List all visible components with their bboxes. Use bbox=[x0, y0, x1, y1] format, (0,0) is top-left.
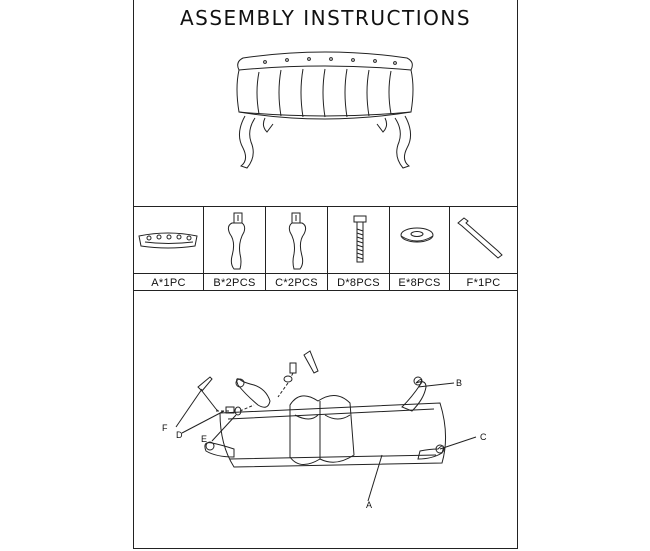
parts-table-bottom-rule bbox=[133, 290, 518, 291]
parts-divider bbox=[389, 207, 390, 291]
tufted-seat-top-icon bbox=[138, 232, 198, 249]
parts-divider bbox=[203, 207, 204, 291]
cabriole-leg-b-icon bbox=[227, 212, 246, 270]
callout-d: D bbox=[176, 430, 183, 440]
callout-f: F bbox=[162, 423, 168, 433]
part-label-c: C*2PCS bbox=[275, 277, 318, 289]
part-label-e: E*8PCS bbox=[398, 277, 441, 289]
cabriole-leg-c-icon bbox=[288, 212, 307, 270]
parts-divider bbox=[327, 207, 328, 291]
part-label-d: D*8PCS bbox=[337, 277, 380, 289]
parts-table-top-rule bbox=[133, 206, 518, 207]
instruction-sheet-frame bbox=[133, 0, 518, 549]
parts-table-mid-rule bbox=[133, 273, 518, 274]
bench-illustration bbox=[236, 51, 414, 169]
parts-divider bbox=[265, 207, 266, 291]
part-label-a: A*1PC bbox=[151, 277, 186, 289]
bolt-icon bbox=[353, 215, 367, 263]
callout-a: A bbox=[366, 500, 373, 510]
callout-b: B bbox=[456, 378, 463, 388]
washer-icon bbox=[400, 227, 434, 243]
page-title: ASSEMBLY INSTRUCTIONS bbox=[179, 6, 472, 30]
part-label-f: F*1PC bbox=[466, 277, 501, 289]
callout-c: C bbox=[480, 432, 487, 442]
part-label-b: B*2PCS bbox=[213, 277, 256, 289]
parts-divider bbox=[449, 207, 450, 291]
allen-key-icon bbox=[457, 217, 503, 259]
assembly-diagram bbox=[175, 350, 477, 502]
callout-e: E bbox=[201, 434, 208, 444]
